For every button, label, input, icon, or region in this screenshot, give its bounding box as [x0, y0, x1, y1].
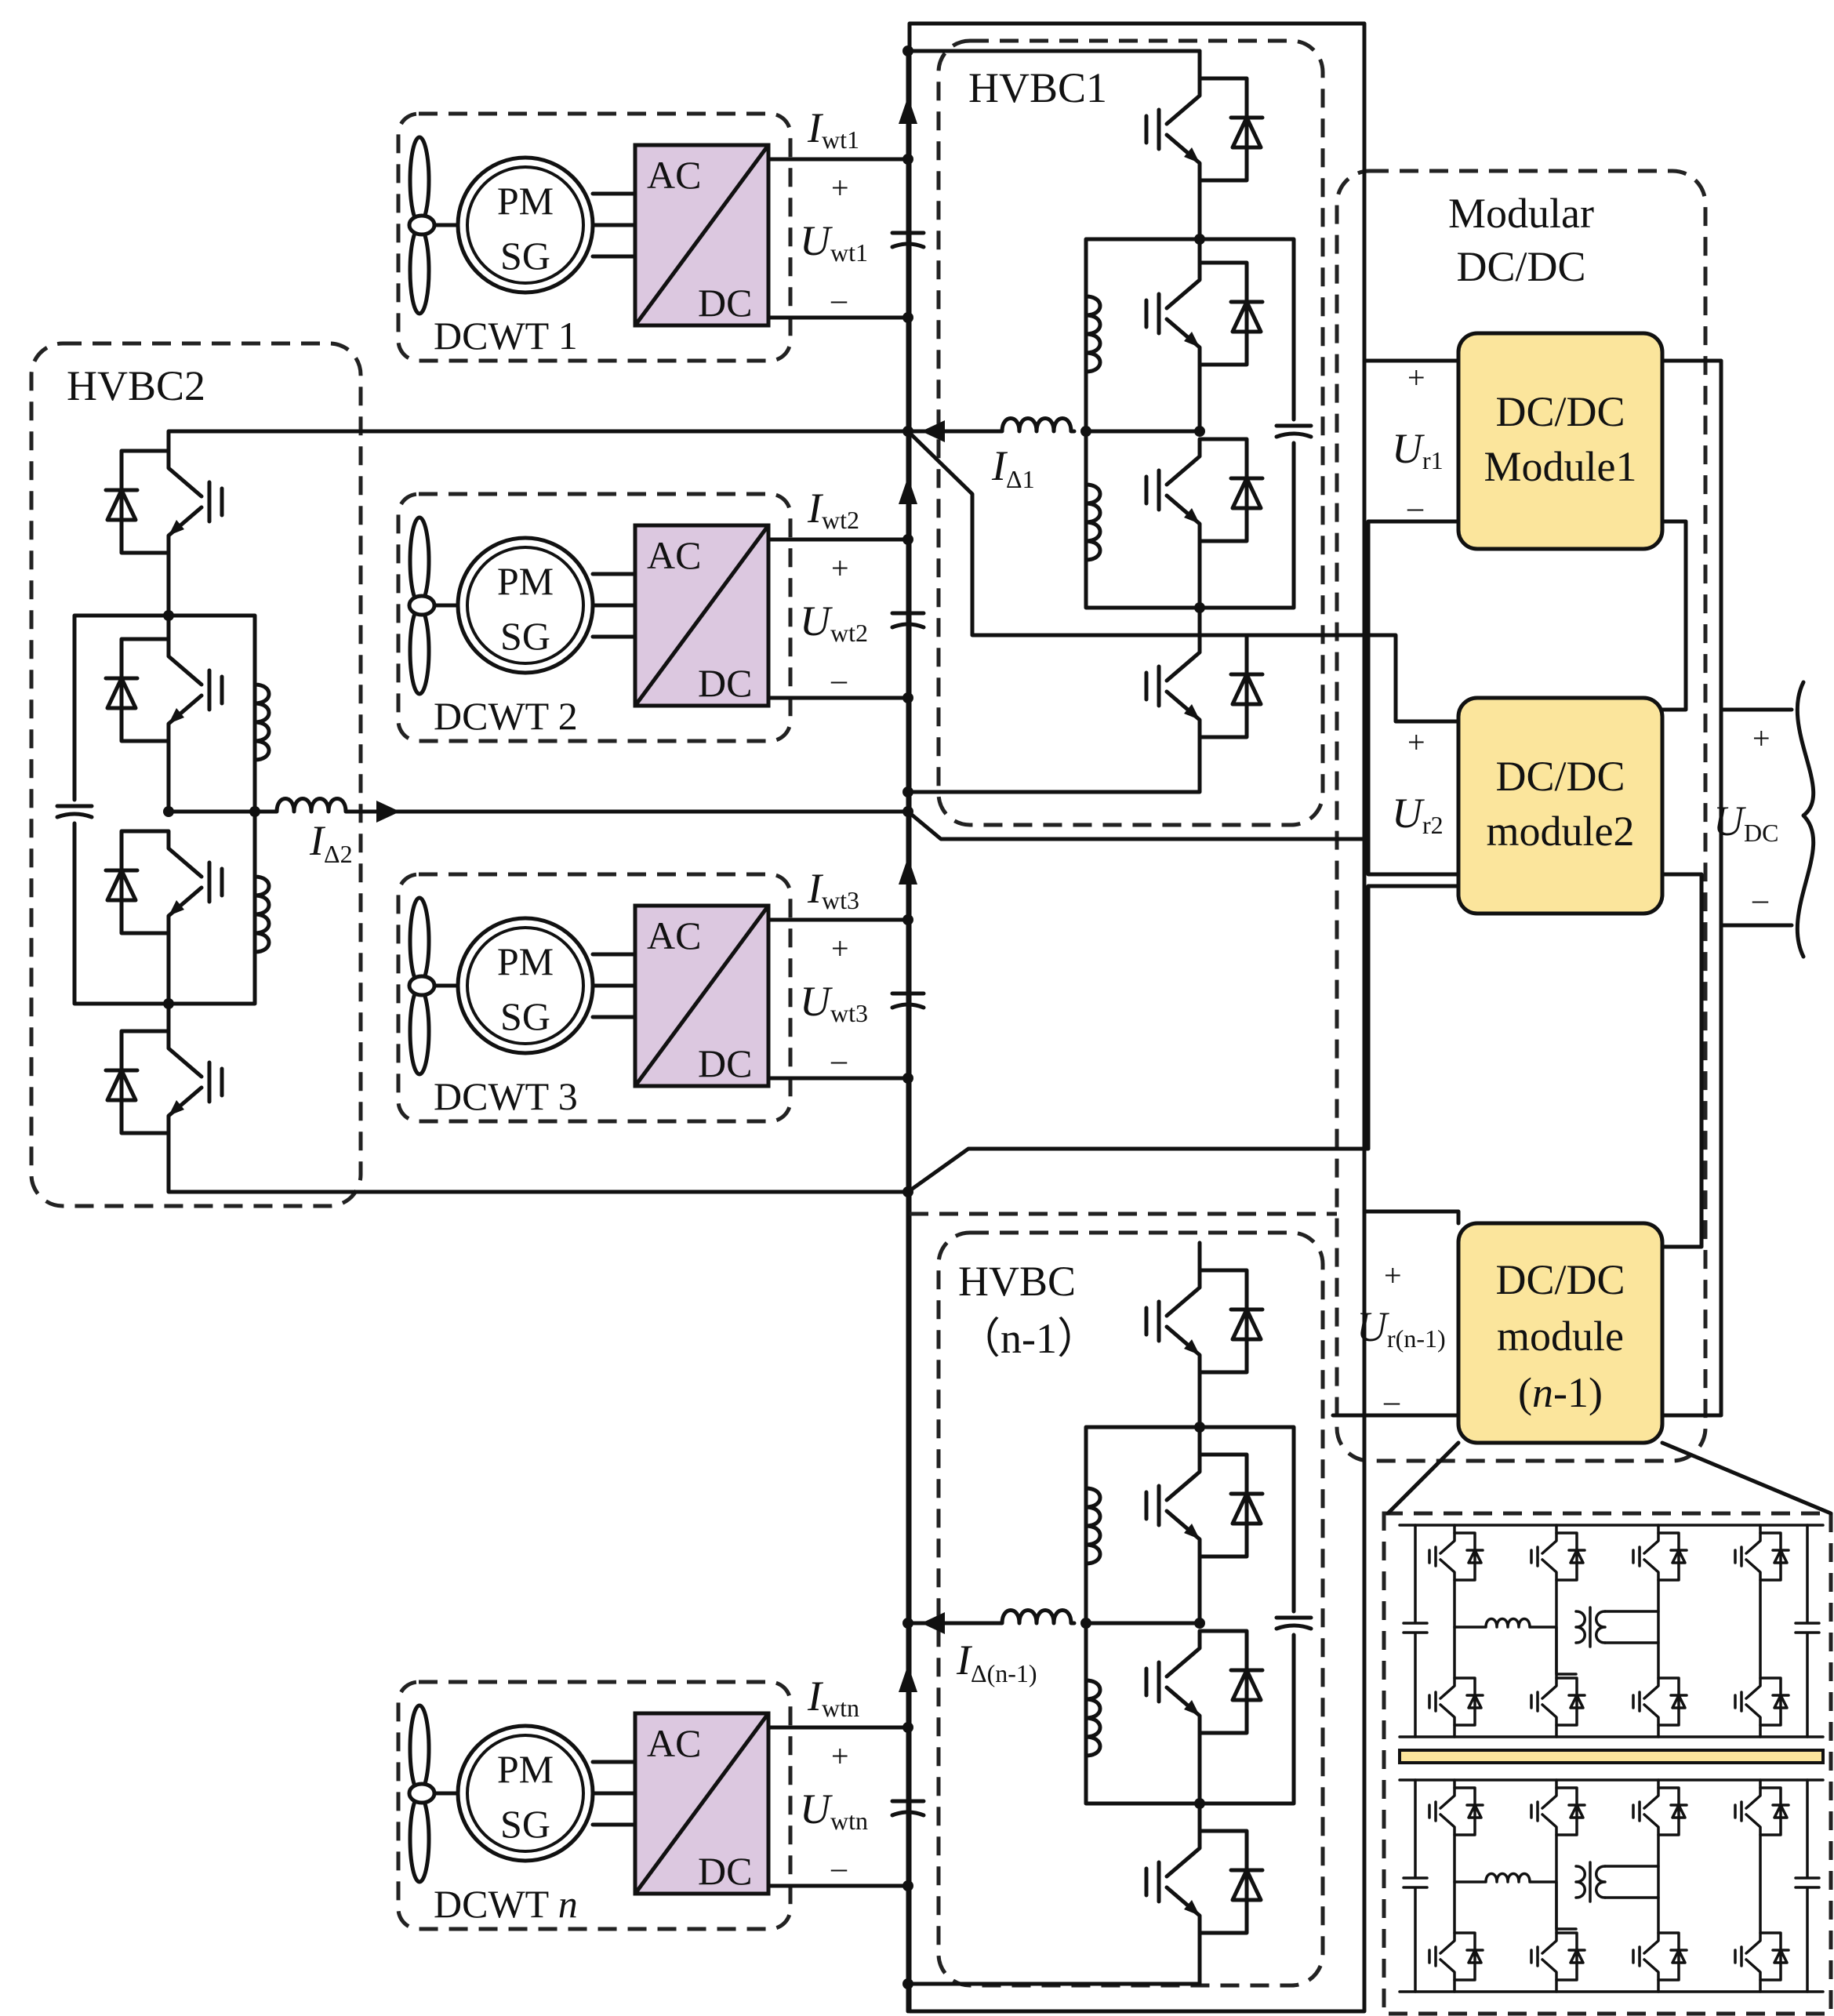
modular-title-2: DC/DC — [1456, 243, 1585, 290]
deltan-current-label: IΔ(n-1) — [956, 1636, 1037, 1687]
dcwt-box — [396, 872, 793, 1124]
hvbcn-label-1: HVBC — [958, 1258, 1076, 1305]
hvbc2-circuit — [57, 429, 910, 1194]
hvbcn-label-2: （n-1） — [958, 1315, 1099, 1362]
modular-title-1: Modular — [1448, 190, 1594, 237]
turbine-voltage-label: Uwtn — [800, 1785, 868, 1835]
detail-panel — [1382, 1511, 1833, 2016]
generator-label-2: SG — [500, 1802, 550, 1846]
hvbc1-label: HVBC1 — [968, 64, 1107, 111]
minus-sign: – — [830, 1850, 848, 1885]
converter-dc-label: DC — [698, 281, 752, 325]
dcdc-module-2: DC/DC module2 Ur2 + – — [1392, 696, 1665, 916]
module-label-line: module2 — [1487, 808, 1635, 855]
output-voltage-label: UDC — [1713, 797, 1778, 847]
module-label-line: DC/DC — [1495, 388, 1625, 435]
converter-ac-label: AC — [647, 533, 701, 577]
dcdc-module-box — [1456, 1221, 1665, 1445]
converter-dc-label: DC — [698, 1849, 752, 1893]
dcwt-box — [396, 492, 793, 743]
module-label-line: DC/DC — [1495, 753, 1625, 800]
minus-sign: – — [1407, 854, 1424, 889]
generator-label-1: PM — [497, 939, 554, 983]
plus-sign: + — [1384, 1258, 1402, 1293]
turbine-current-label: Iwtn — [807, 1673, 859, 1722]
hvbcn-circuit — [906, 1240, 1311, 1986]
turbine-current-label: Iwt2 — [807, 485, 859, 534]
dcwt-label: DCWT 1 — [434, 314, 578, 358]
output-minus: – — [1752, 881, 1769, 917]
module-label-line: DC/DC — [1495, 1256, 1625, 1303]
dcdc-modules: DC/DC Module1 Ur1 + – DC/DC module2 Ur2 + – DC/DC m… — [1356, 331, 1665, 1445]
converter-dc-label: DC — [698, 661, 752, 705]
modular-dcdc-block — [1335, 169, 1708, 1463]
turbine-voltage-label: Uwt3 — [800, 978, 868, 1027]
dcwt-box — [396, 1680, 793, 1931]
module-voltage-label: Ur1 — [1392, 425, 1444, 474]
plus-sign: + — [831, 1738, 849, 1774]
plus-sign: + — [831, 931, 849, 966]
generator-label-2: SG — [500, 614, 550, 658]
generator-label-2: SG — [500, 234, 550, 278]
dcwt-box — [396, 111, 793, 363]
hvbc2-block — [29, 341, 363, 1208]
hvbcn-block — [936, 1230, 1325, 1988]
generator-label-1: PM — [497, 179, 554, 223]
turbine-current-label: Iwt3 — [807, 865, 859, 914]
turbine-current-label: Iwt1 — [807, 104, 859, 154]
plus-sign: + — [831, 170, 849, 205]
module-voltage-label: Ur(n-1) — [1356, 1303, 1446, 1353]
minus-sign: – — [1407, 489, 1424, 525]
converter-ac-label: AC — [647, 1721, 701, 1765]
hvbc2-label: HVBC2 — [67, 362, 205, 409]
hvbc1-block — [936, 38, 1325, 827]
module-label-line: module — [1497, 1313, 1624, 1360]
converter-ac-label: AC — [647, 153, 701, 197]
converter-ac-label: AC — [647, 914, 701, 957]
dcwt-label: DCWT 3 — [434, 1074, 578, 1118]
turbine-voltage-label: Uwt2 — [800, 598, 868, 647]
minus-sign: – — [830, 282, 848, 317]
delta1-current-label: IΔ1 — [991, 442, 1035, 493]
turbine-voltage-label: Uwt1 — [800, 217, 868, 267]
minus-sign: – — [1383, 1383, 1400, 1418]
detail-panel-circuit — [1398, 1524, 1825, 1993]
generator-label-1: PM — [497, 1747, 554, 1791]
generator-label-2: SG — [500, 994, 550, 1038]
minus-sign: – — [830, 1042, 848, 1077]
module-label-line: (n-1) — [1518, 1369, 1603, 1416]
generator-label-1: PM — [497, 559, 554, 603]
module-wiring — [906, 358, 1816, 1418]
hvbc1-circuit — [906, 49, 1311, 794]
module-voltage-label: Ur2 — [1392, 790, 1444, 839]
plus-sign: + — [831, 550, 849, 586]
dcdc-module-1: DC/DC Module1 Ur1 + – — [1392, 331, 1665, 551]
dcdc-module-box — [1456, 331, 1665, 551]
plus-sign: + — [1407, 360, 1425, 395]
dcwt-label: DCWT 2 — [434, 694, 578, 738]
plus-sign: + — [1407, 725, 1425, 760]
delta2-current-label: IΔ2 — [309, 817, 353, 868]
converter-dc-label: DC — [698, 1041, 752, 1085]
dcdc-module-box — [1456, 696, 1665, 916]
dcdc-module-3: DC/DC module (n-1) Ur(n-1) + – — [1356, 1221, 1665, 1445]
module-label-line: Module1 — [1484, 443, 1637, 490]
dcwt-label: DCWT n — [434, 1882, 578, 1926]
output-plus: + — [1752, 721, 1770, 756]
minus-sign: – — [830, 662, 848, 697]
